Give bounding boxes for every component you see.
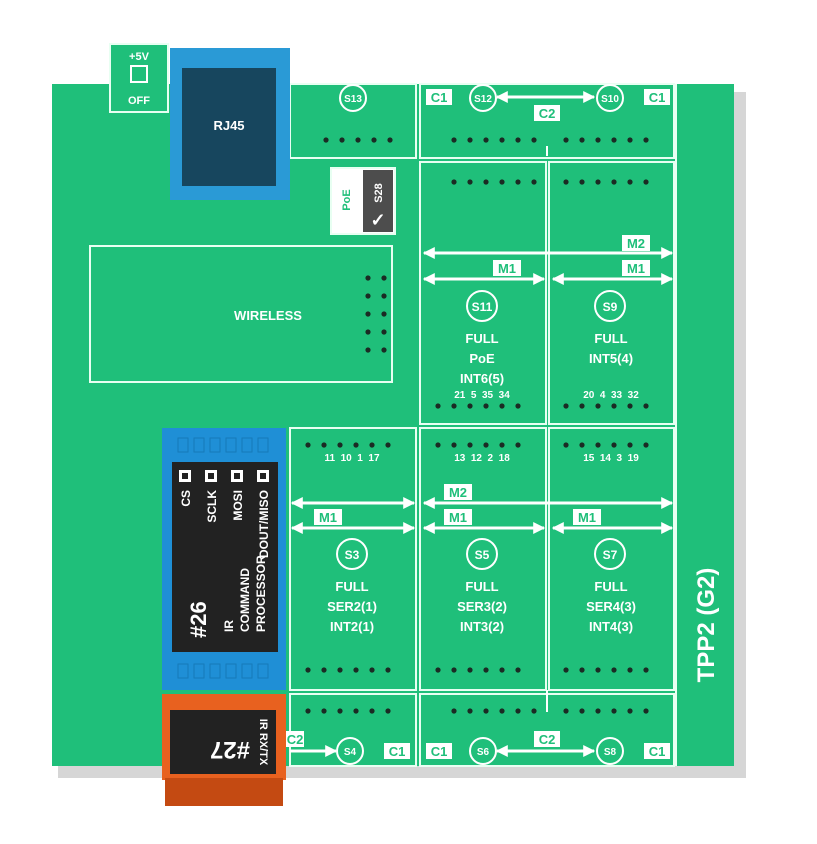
s7-pins: 15 14 3 19 [583, 453, 639, 464]
slot-s11 [419, 161, 547, 425]
module-27-number: #27 [210, 736, 250, 763]
s7-line3: INT4(3) [589, 619, 633, 634]
s3-pins: 11 10 1 17 [324, 453, 379, 464]
module-27-base [165, 778, 283, 806]
s5-line2: SER3(2) [457, 599, 507, 614]
c1-tag-bottom-right: C1 [649, 744, 666, 759]
slot-top-c [419, 83, 675, 159]
switch-s12: S12 [474, 94, 492, 105]
module-26-body [172, 462, 278, 652]
module-26-desc-1: IR [222, 620, 236, 632]
pin-label-miso: DOUT/MISO [257, 490, 271, 558]
s11-pins: 21 5 35 34 [454, 390, 510, 401]
module-26-desc-3: PROCESSOR [254, 555, 268, 632]
s5-pins: 13 12 2 18 [454, 453, 510, 464]
pin-label-sclk: SCLK [205, 490, 219, 523]
board-title: TPP2 (G2) [693, 568, 720, 683]
m1-tag-s3: M1 [319, 510, 337, 525]
switch-circles [336, 84, 626, 765]
link-tags: C1 C1 C2 M2 M1 M1 M2 M1 M1 M1 C2 C1 C1 C… [286, 89, 670, 759]
wireless-label: WIRELESS [234, 308, 302, 323]
s9-line2: INT5(4) [589, 351, 633, 366]
c2-tag-bottom: C2 [539, 732, 556, 747]
m2-tag-top: M2 [627, 236, 645, 251]
switch-s13: S13 [344, 94, 362, 105]
switch-s8: S8 [604, 747, 617, 758]
module-26-desc-2: COMMAND [238, 568, 252, 632]
m1-tag-s5: M1 [449, 510, 467, 525]
c2-tag-partial: C2 [287, 732, 304, 747]
s7-type: FULL [594, 579, 627, 594]
c1-tag-top-left: C1 [431, 90, 448, 105]
c1-tag-bottom-left: C1 [431, 744, 448, 759]
wireless-box [89, 245, 393, 383]
power-toggle-icon [130, 65, 148, 83]
s5-line3: INT3(2) [460, 619, 504, 634]
switch-s7: S7 [603, 548, 618, 562]
s3-type: FULL [335, 579, 368, 594]
s7-line2: SER4(3) [586, 599, 636, 614]
module-27-desc: IR RX/TX [257, 719, 269, 766]
c2-tag-top: C2 [539, 106, 556, 121]
module-26-number: #26 [186, 601, 211, 638]
poe-jumper-switch [363, 170, 393, 232]
check-icon: ✓ [370, 210, 385, 230]
slot-s7 [548, 427, 675, 691]
module-26-teeth-top [177, 437, 269, 453]
slot-s4 [289, 693, 417, 767]
s9-pins: 20 4 33 32 [583, 390, 639, 401]
s5-type: FULL [465, 579, 498, 594]
slot-s9 [548, 161, 675, 425]
s11-type: FULL [465, 331, 498, 346]
switch-s11: S11 [472, 300, 493, 314]
c1-tag-s4: C1 [389, 744, 406, 759]
m1-tag-s9: M1 [627, 261, 645, 276]
switch-s9: S9 [603, 300, 618, 314]
slot-s5 [419, 427, 547, 691]
m2-tag-bottom: M2 [449, 485, 467, 500]
power-switch[interactable] [109, 43, 169, 113]
pin-label-cs: CS [179, 490, 193, 507]
s28-label: S28 [373, 183, 385, 203]
slot-s3 [289, 427, 417, 691]
module-26-pins [179, 470, 269, 482]
s9-type: FULL [594, 331, 627, 346]
s11-line3: INT6(5) [460, 371, 504, 386]
s11-line2: PoE [469, 351, 495, 366]
module-27-body [170, 710, 276, 774]
c1-tag-top-right: C1 [649, 90, 666, 105]
rj45-inner [182, 68, 276, 186]
dot-rows [305, 137, 649, 714]
s3-line2: SER2(1) [327, 599, 377, 614]
switch-s3: S3 [345, 548, 360, 562]
switch-s10: S10 [601, 94, 619, 105]
power-voltage: +5V [129, 51, 150, 63]
m1-tag-s7: M1 [578, 510, 596, 525]
switch-s5: S5 [475, 548, 490, 562]
poe-label: PoE [341, 189, 353, 210]
switch-s6: S6 [477, 747, 490, 758]
m1-tag-s11: M1 [498, 261, 516, 276]
rj45-label: RJ45 [213, 118, 244, 133]
power-state: OFF [128, 95, 150, 107]
s3-line3: INT2(1) [330, 619, 374, 634]
switch-s4: S4 [344, 747, 357, 758]
module-26-teeth-bottom [177, 663, 269, 679]
pin-label-mosi: MOSI [231, 490, 245, 521]
